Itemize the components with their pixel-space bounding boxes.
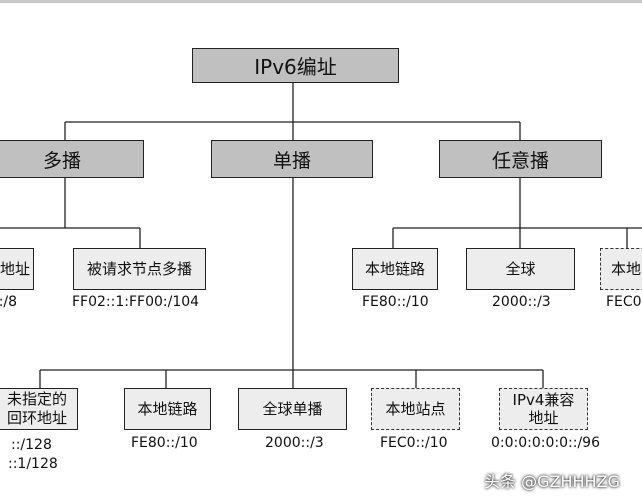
loopback-label: 回环地址 [6, 409, 67, 427]
global-unicast-label: 全球单播 [262, 399, 323, 418]
root-node-ipv6-addressing: IPv6编址 [192, 48, 399, 83]
solicited-node-multicast-node: 被请求节点多播 [73, 248, 206, 290]
anycast-global-node: 全球 [466, 248, 575, 290]
loopback-prefix: ::1/128 [8, 456, 58, 472]
unicast-link-local-node: 本地链路 [124, 388, 211, 430]
ipv4-compatible-prefix: 0:0:0:0:0:0::/96 [491, 435, 600, 451]
anycast-link-local-node: 本地链路 [352, 248, 438, 290]
multicast-address-label: 地址 [0, 259, 30, 278]
category-multicast: 多播 [0, 140, 144, 178]
anycast-link-local-prefix: FE80::/10 [362, 294, 429, 310]
unicast-link-local-label: 本地链路 [137, 399, 198, 418]
multicast-address-node: 地址 [0, 248, 34, 290]
category-unicast: 单播 [211, 140, 373, 178]
category-multicast-label: 多播 [42, 149, 81, 172]
category-unicast-label: 单播 [272, 149, 311, 172]
anycast-global-label: 全球 [505, 259, 536, 278]
site-local-node: 本地站点 [371, 388, 460, 430]
site-local-prefix: FEC0::/10 [380, 435, 448, 451]
solicited-node-multicast-prefix: FF02::1:FF00:/104 [72, 294, 200, 310]
anycast-site-local-prefix: FEC0 [606, 294, 642, 310]
category-anycast-label: 任意播 [491, 149, 549, 172]
unspecified-prefix: ::/128 [11, 437, 52, 453]
unspecified-loopback-prefixes: ::/128 ::1/128 [8, 436, 58, 474]
ipv4-compatible-label-line2: 地址 [528, 409, 559, 427]
anycast-site-local-label: 本地 [611, 259, 642, 278]
solicited-node-multicast-label: 被请求节点多播 [86, 259, 192, 278]
unicast-link-local-prefix: FE80::/10 [131, 435, 198, 451]
global-unicast-prefix: 2000::/3 [265, 435, 324, 451]
ipv4-compatible-node: IPv4兼容 地址 [499, 388, 588, 430]
unspecified-loopback-node: 未指定的 回环地址 [0, 388, 78, 430]
watermark: 头条 @GZHHHZG [484, 472, 620, 491]
category-anycast: 任意播 [439, 140, 602, 178]
multicast-address-prefix: ::/8 [0, 294, 18, 310]
ipv4-compatible-label-line1: IPv4兼容 [512, 391, 575, 409]
site-local-label: 本地站点 [385, 399, 446, 418]
global-unicast-node: 全球单播 [238, 388, 347, 430]
root-node-label: IPv6编址 [254, 55, 337, 79]
anycast-global-prefix: 2000::/3 [492, 294, 551, 310]
anycast-site-local-node: 本地 [600, 248, 642, 290]
unspecified-label: 未指定的 [6, 390, 67, 408]
top-border [0, 0, 642, 3]
anycast-link-local-label: 本地链路 [364, 259, 425, 278]
